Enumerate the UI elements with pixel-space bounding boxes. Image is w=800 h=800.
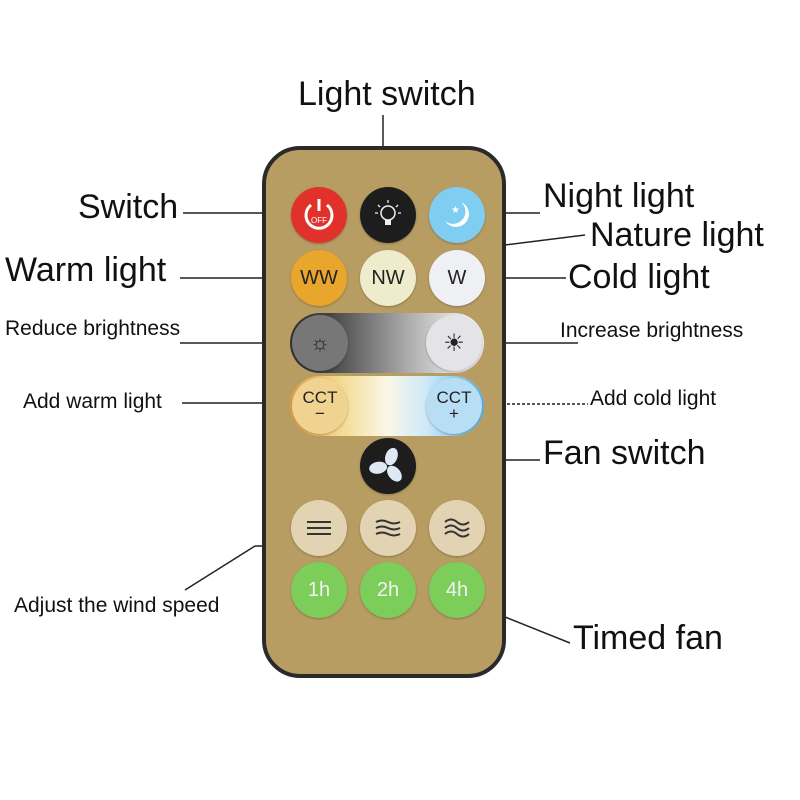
label-increase-brightness: Increase brightness [560, 319, 744, 342]
ww-label: WW [300, 266, 338, 289]
increase-brightness-button[interactable]: ☀ [426, 315, 482, 371]
wind-medium-icon [375, 519, 401, 537]
cct-plus-label: CCT [436, 388, 472, 407]
night-light-button[interactable]: ★ [429, 187, 485, 243]
label-adjust-wind-speed: Adjust the wind speed [14, 594, 220, 617]
plus-icon: + [449, 404, 459, 423]
cold-light-button[interactable]: W [429, 250, 485, 306]
power-off-button[interactable]: OFF [291, 187, 347, 243]
nature-light-button[interactable]: NW [360, 250, 416, 306]
timer-2h-button[interactable]: 2h [360, 562, 416, 618]
nw-label: NW [371, 266, 405, 289]
label-night-light: Night light [543, 177, 695, 215]
label-fan-switch: Fan switch [543, 434, 706, 472]
svg-text:OFF: OFF [311, 216, 327, 225]
label-cold-light: Cold light [568, 258, 710, 296]
timer-4h-button[interactable]: 4h [429, 562, 485, 618]
power-icon: OFF [304, 199, 334, 230]
w-label: W [447, 266, 467, 289]
label-warm-light: Warm light [5, 251, 167, 289]
brightness-plus-icon: ☀ [443, 329, 465, 357]
add-warm-light-button[interactable]: CCT− [292, 378, 348, 434]
label-add-warm-light: Add warm light [23, 390, 162, 413]
minus-icon: − [315, 404, 325, 423]
add-cold-light-button[interactable]: CCT+ [426, 378, 482, 434]
timer-2h-label: 2h [376, 578, 400, 601]
wind-speed-low-button[interactable] [291, 500, 347, 556]
timer-1h-label: 1h [307, 578, 331, 601]
wind-low-icon [307, 521, 331, 535]
timer-4h-label: 4h [445, 578, 469, 601]
cct-minus-label: CCT [302, 388, 338, 407]
wind-speed-medium-button[interactable] [360, 500, 416, 556]
moon-star-icon: ★ [445, 202, 469, 227]
brightness-minus-icon: ☼ [309, 330, 331, 355]
label-light-switch: Light switch [298, 75, 476, 113]
warm-light-button[interactable]: WW [291, 250, 347, 306]
line-timed-fan-diag [504, 616, 571, 644]
label-switch: Switch [78, 188, 179, 226]
line-wind-speed-diag [184, 545, 256, 591]
label-reduce-brightness: Reduce brightness [5, 317, 181, 340]
timer-1h-button[interactable]: 1h [291, 562, 347, 618]
remote-control: OFF ★ WW NW W ☼ ☀ CCT− CCT+ 1h 2h 4h [262, 146, 506, 678]
reduce-brightness-button[interactable]: ☼ [292, 315, 348, 371]
svg-text:★: ★ [451, 205, 460, 216]
label-add-cold-light: Add cold light [590, 387, 717, 410]
brightness-bar: ☼ ☀ [290, 313, 484, 373]
bulb-icon [375, 200, 401, 225]
label-timed-fan: Timed fan [573, 619, 723, 657]
cct-bar: CCT− CCT+ [290, 376, 484, 436]
label-nature-light: Nature light [590, 216, 764, 254]
fan-switch-button[interactable] [360, 438, 416, 494]
wind-high-icon [444, 518, 470, 538]
light-switch-button[interactable] [360, 187, 416, 243]
wind-speed-high-button[interactable] [429, 500, 485, 556]
fan-icon [369, 447, 402, 482]
